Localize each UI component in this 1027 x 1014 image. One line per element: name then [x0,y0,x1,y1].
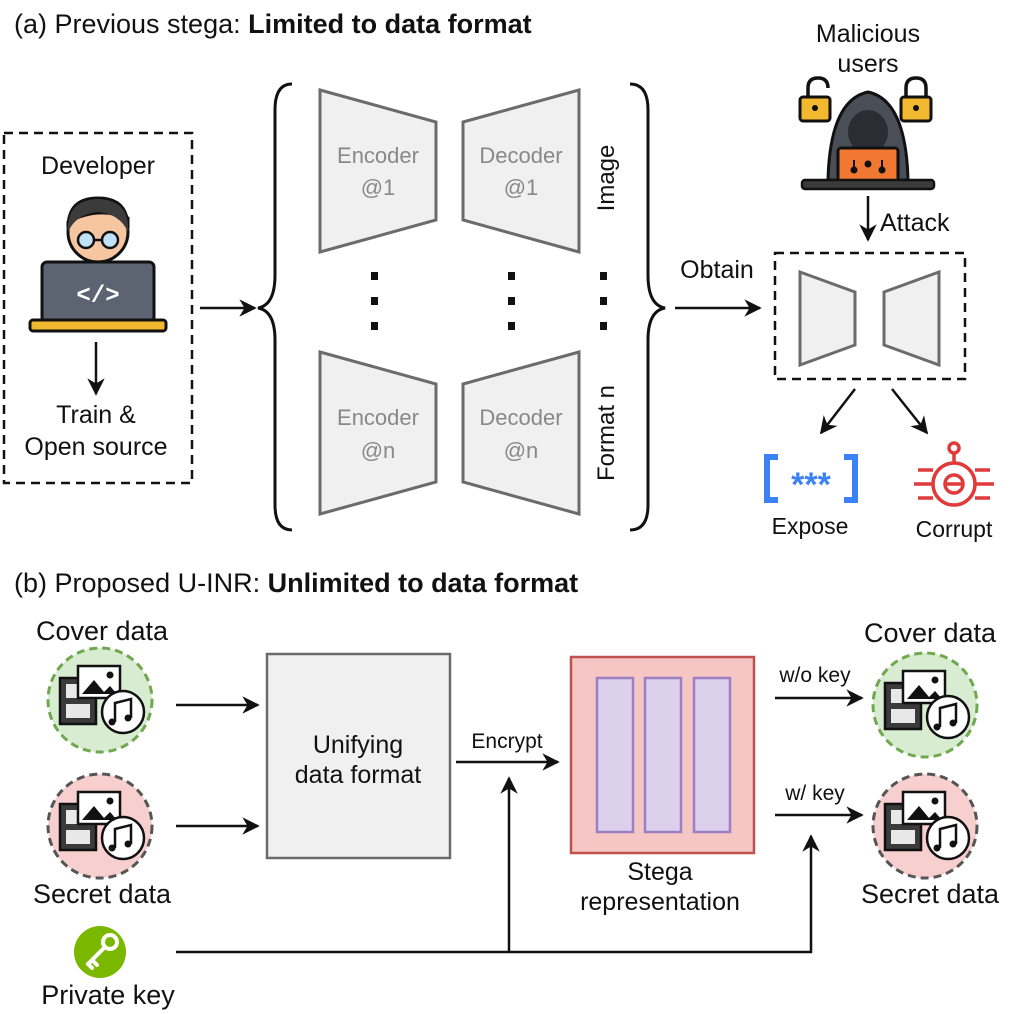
private-key-label: Private key [41,980,175,1010]
svg-text:Encoder: Encoder [337,143,419,168]
encrypt-label: Encrypt [471,730,542,753]
svg-text:@n: @n [361,438,396,463]
attack-label: Attack [880,209,950,237]
obtained-encoder [798,269,857,368]
panel-a-title: (a) Previous stega: Limited to data form… [14,9,532,39]
expose-label: Expose [772,513,849,539]
developer-box [2,131,194,485]
svg-text:Decoder: Decoder [479,143,562,168]
train-label-2: Open source [24,433,167,461]
cover-in-label: Cover data [36,616,169,646]
cover-data-out-icon [871,651,979,759]
stega-label-1: Stega [627,858,692,886]
svg-text:***: *** [791,466,831,504]
cover-data-in-icon [46,646,154,754]
svg-text:@1: @1 [361,175,396,200]
svg-text:@1: @1 [504,175,539,200]
cover-out-label: Cover data [864,618,997,648]
unifying-label-2: data format [295,761,422,789]
decoder-1: Decoder @1 [461,88,581,254]
secret-in-label: Secret data [33,879,172,909]
stega-representation [569,655,756,855]
corrupt-icon [914,441,994,507]
w-key-label: w/ key [784,782,845,805]
corrupt-label: Corrupt [916,516,993,542]
left-brace [257,82,293,532]
svg-text:</>: </> [76,283,119,310]
encoder-n: Encoder @n [318,350,438,516]
expose-icon: *** [764,454,858,504]
svg-text:Decoder: Decoder [479,405,562,430]
secret-data-in-icon [46,772,154,880]
obtained-decoder [882,269,941,368]
key-icon [74,926,126,978]
wo-key-label: w/o key [778,664,851,687]
svg-text:Encoder: Encoder [337,405,419,430]
expose-arrow [819,388,856,435]
format-n-label: Format n [593,385,620,481]
right-brace [629,82,666,532]
obtained-model-box [773,251,967,381]
malicious-label-2: users [837,50,898,78]
train-label-1: Train & [56,401,136,429]
svg-text:@n: @n [504,438,539,463]
decoder-n: Decoder @n [461,350,581,516]
obtain-label: Obtain [680,256,754,284]
malicious-label-1: Malicious [816,20,920,48]
hacker-icon [800,90,936,191]
key-to-w-key-arrow [176,834,820,954]
developer-icon: </> [28,196,168,333]
unifying-box [265,652,452,860]
padlock-right-icon [899,76,933,123]
panel-b-title: (b) Proposed U-INR: Unlimited to data fo… [14,568,578,598]
format-image-label: Image [593,145,620,212]
corrupt-arrow [891,388,929,435]
unifying-label-1: Unifying [313,731,403,759]
encoder-1: Encoder @1 [318,88,438,254]
secret-out-label: Secret data [861,879,1000,909]
stega-label-2: representation [580,888,740,916]
padlock-left-icon [798,76,832,123]
ellipsis-dots [371,272,607,330]
secret-data-out-icon [871,772,979,880]
developer-label: Developer [41,152,155,180]
